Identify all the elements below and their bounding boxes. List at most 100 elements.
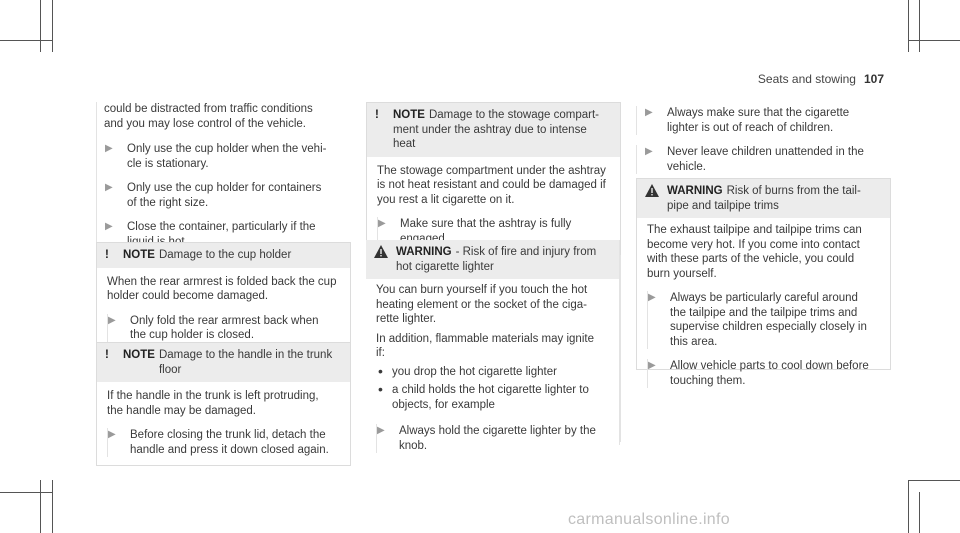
step-line: Always hold the cigarette lighter by the (399, 425, 596, 437)
section-title: Seats and stowing (757, 72, 856, 86)
step-line: Close the container, particularly if the (127, 221, 316, 233)
crop-mark (0, 40, 52, 41)
crop-mark (919, 492, 920, 533)
body-line: The exhaust tailpipe and tailpipe trims … (647, 224, 862, 236)
watermark: carmanualsonline.info (568, 511, 730, 528)
crop-mark (908, 0, 909, 52)
instruction-step: ▶ Always hold the cigarette lighter by t… (376, 424, 609, 453)
step-line: touching them. (670, 374, 746, 387)
crop-mark (40, 0, 41, 52)
intro-line: and you may lose control of the vehicle. (104, 117, 307, 130)
note-body: When the rear armrest is folded back the… (97, 268, 350, 351)
note-label: NOTE (393, 109, 425, 121)
heading-line: Damage to the handle in the trunk (158, 349, 333, 361)
warning-triangle-icon (645, 184, 667, 213)
instruction-step: ▶ Allow vehicle parts to cool down befor… (647, 359, 880, 388)
bullet-line: you drop the hot cigarette lighter (392, 365, 557, 378)
body-line: is not heat resistant and could be damag… (377, 179, 606, 191)
heading-line: Damage to the stowage compart- (428, 109, 599, 121)
step-line: Always make sure that the cigarette (667, 107, 850, 119)
step-line: supervise children especially closely in (670, 321, 867, 333)
heading-line: Risk of burns from the tail- (726, 185, 861, 197)
heading-line: - Risk of fire and injury from (455, 246, 597, 258)
instruction-step: ▶ Only use the cup holder for containers… (96, 181, 350, 210)
step-line: lighter is out of reach of children. (667, 121, 834, 134)
step-line: handle and press it down closed again. (130, 443, 329, 456)
step-line: the tailpipe and the tailpipe trims and (670, 306, 858, 319)
crop-mark (40, 480, 41, 533)
arrow-icon: ▶ (648, 292, 656, 303)
warning-body: You can burn yourself if you touch the h… (366, 279, 619, 461)
intro-line: could be distracted from traffic conditi… (104, 103, 313, 115)
body-line: with these parts of the vehicle, you cou… (647, 253, 855, 265)
crop-mark (52, 0, 53, 52)
step-line: of the right size. (127, 196, 209, 209)
arrow-icon: ▶ (105, 182, 113, 193)
arrow-icon: ▶ (377, 425, 385, 436)
exclamation-icon: ! (375, 109, 379, 121)
heading-line: ment under the ashtray due to intense (393, 123, 587, 136)
note-heading: Damage to the handle in the trunk floor (159, 348, 332, 377)
instruction-step: ▶ Only use the cup holder when the vehi-… (96, 142, 350, 171)
bullet-dot: • (378, 381, 383, 397)
step-line: Only fold the rear armrest back when (130, 314, 319, 327)
note-body: If the handle in the trunk is left protr… (97, 382, 350, 465)
body-line: burn yourself. (647, 267, 717, 280)
body-line: If the handle in the trunk is left protr… (107, 390, 319, 402)
warning-header: WARNING- Risk of fire and injury from hot… (366, 240, 619, 279)
crop-mark (919, 0, 920, 52)
body-line: heating element or the socket of the cig… (376, 298, 587, 311)
exclamation-icon: ! (105, 249, 109, 261)
note-box: ! NOTE Damage to the cup holder When the… (96, 242, 351, 352)
crop-mark (908, 40, 960, 41)
body-line: become very hot. If you come into contac… (647, 238, 860, 251)
warning-body: The exhaust tailpipe and tailpipe trims … (637, 218, 890, 396)
arrow-icon: ▶ (108, 314, 116, 326)
note-header: ! NOTE Damage to the cup holder (97, 243, 350, 268)
warning-label: WARNING (396, 246, 452, 258)
arrow-icon: ▶ (645, 146, 653, 157)
step-line: Only use the cup holder when the vehi- (127, 143, 327, 155)
bullet-dot: • (378, 362, 383, 379)
note-label: NOTE (123, 249, 155, 261)
instruction-step: ▶ Before closing the trunk lid, detach t… (107, 428, 340, 457)
heading-line: floor (158, 363, 182, 376)
crop-mark (0, 492, 52, 493)
bullet-line: a child holds the hot cigarette lighter … (392, 384, 589, 396)
step-line: vehicle. (667, 160, 706, 173)
heading-line: hot cigarette lighter (396, 260, 494, 273)
arrow-icon: ▶ (378, 218, 386, 229)
note-header: ! NOTE Damage to the handle in the trunk… (97, 343, 350, 382)
body-line: you rest a lit cigarette on it. (377, 193, 515, 206)
arrow-icon: ▶ (105, 221, 113, 232)
step-line: knob. (399, 439, 428, 452)
body-line: rette lighter. (376, 313, 437, 325)
body-line: The stowage compartment under the ashtra… (377, 164, 606, 177)
crop-mark (908, 480, 960, 481)
warning-label: WARNING (667, 185, 723, 197)
bullet-item: • a child holds the hot cigarette lighter… (376, 381, 609, 412)
body-line: In addition, flammable materials may ign… (376, 332, 594, 345)
column-1: could be distracted from traffic conditi… (96, 102, 350, 249)
body-line: holder could become damaged. (107, 290, 269, 302)
exclamation-icon: ! (105, 349, 109, 361)
body-line: if: (376, 347, 385, 359)
crop-mark (908, 480, 909, 533)
bullet-item: • you drop the hot cigarette lighter (376, 362, 609, 380)
step-line: this area. (670, 335, 718, 348)
arrow-icon: ▶ (108, 429, 116, 440)
warning-heading: WARNING- Risk of fire and injury from hot… (396, 245, 596, 274)
body-line: When the rear armrest is folded back the… (107, 275, 337, 288)
note-label: NOTE (123, 349, 155, 361)
page-number: 107 (863, 72, 884, 86)
step-line: Before closing the trunk lid, detach the (130, 429, 326, 441)
instruction-step: ▶ Never leave children unattended in the… (636, 145, 890, 174)
body-line: the handle may be damaged. (107, 404, 256, 417)
